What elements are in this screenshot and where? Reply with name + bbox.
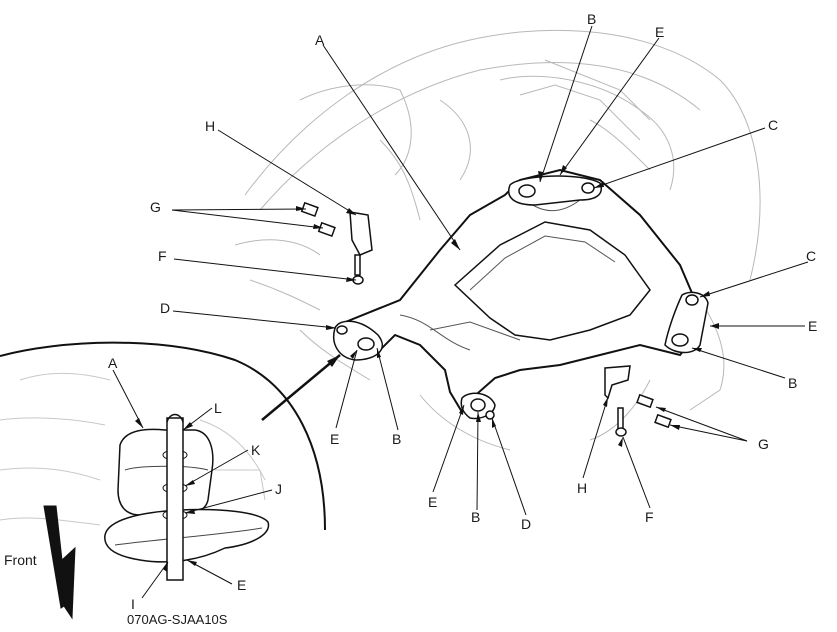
bolt bbox=[317, 221, 336, 238]
inset-callout-k: K bbox=[251, 442, 261, 458]
bolt-head bbox=[470, 398, 486, 412]
bolt-head bbox=[581, 182, 595, 194]
bolt bbox=[300, 201, 319, 218]
callout-e-front-bracket: E bbox=[330, 431, 340, 447]
bolt-head bbox=[357, 337, 375, 351]
figure-code: 070AG-SJAA10S bbox=[127, 612, 228, 627]
bolt-head bbox=[518, 184, 536, 198]
front-label: Front bbox=[4, 552, 37, 568]
inset-callout-a: A bbox=[108, 355, 118, 371]
callout-h-stiffener: H bbox=[205, 118, 216, 134]
callout-g-stiffener-bolts: G bbox=[150, 199, 161, 215]
inset-callout-e: E bbox=[237, 577, 247, 593]
bolt-head bbox=[485, 410, 495, 420]
bolt-head bbox=[336, 325, 348, 335]
mounting-bolt-shaft bbox=[166, 417, 184, 581]
callout-b-front-bolt: B bbox=[392, 431, 402, 447]
callout-h-right-stiffener: H bbox=[577, 480, 588, 496]
callout-b-lower-bolt: B bbox=[471, 509, 481, 525]
left-stiffener-group bbox=[300, 201, 373, 285]
leader-lines bbox=[171, 25, 809, 516]
inset-callout-i: I bbox=[131, 596, 135, 612]
callout-e-right-bracket: E bbox=[808, 318, 818, 334]
callout-c-rear-bolt: C bbox=[768, 117, 779, 133]
callout-b-right-bolt: B bbox=[788, 375, 798, 391]
callout-e-rear-bracket: E bbox=[655, 24, 665, 40]
callout-c-right-bolt: C bbox=[806, 248, 817, 264]
bolt bbox=[617, 407, 624, 431]
callout-f-right-bolt: F bbox=[645, 509, 654, 525]
leader-arrows bbox=[296, 165, 719, 447]
rear-left-mount-bracket bbox=[508, 175, 602, 206]
front-direction-arrow bbox=[43, 505, 76, 620]
body-outline-sketch bbox=[234, 29, 761, 451]
detail-inset bbox=[0, 341, 341, 599]
stiffener-bracket bbox=[349, 211, 373, 256]
bolt-head bbox=[671, 333, 689, 347]
bolt bbox=[354, 254, 361, 276]
callout-e-lower-bracket: E bbox=[428, 494, 438, 510]
callout-a-subframe: A bbox=[315, 32, 325, 48]
subframe bbox=[333, 168, 709, 420]
callout-f-stiffener-bolt: F bbox=[158, 248, 167, 264]
bolt bbox=[615, 427, 627, 437]
bolt-head bbox=[685, 294, 699, 306]
callout-b-rear-bolt: B bbox=[587, 11, 597, 27]
callout-g-right-bolts: G bbox=[758, 436, 769, 452]
bolt bbox=[654, 413, 672, 429]
inset-callout-l: L bbox=[214, 400, 222, 416]
bolt bbox=[636, 393, 654, 409]
callout-d-front-bolt: D bbox=[160, 300, 171, 316]
stiffener-bracket bbox=[604, 365, 631, 400]
inset-callout-j: J bbox=[275, 481, 282, 497]
right-stiffener-group bbox=[604, 365, 672, 437]
callout-d-lower-bolt: D bbox=[521, 516, 532, 532]
